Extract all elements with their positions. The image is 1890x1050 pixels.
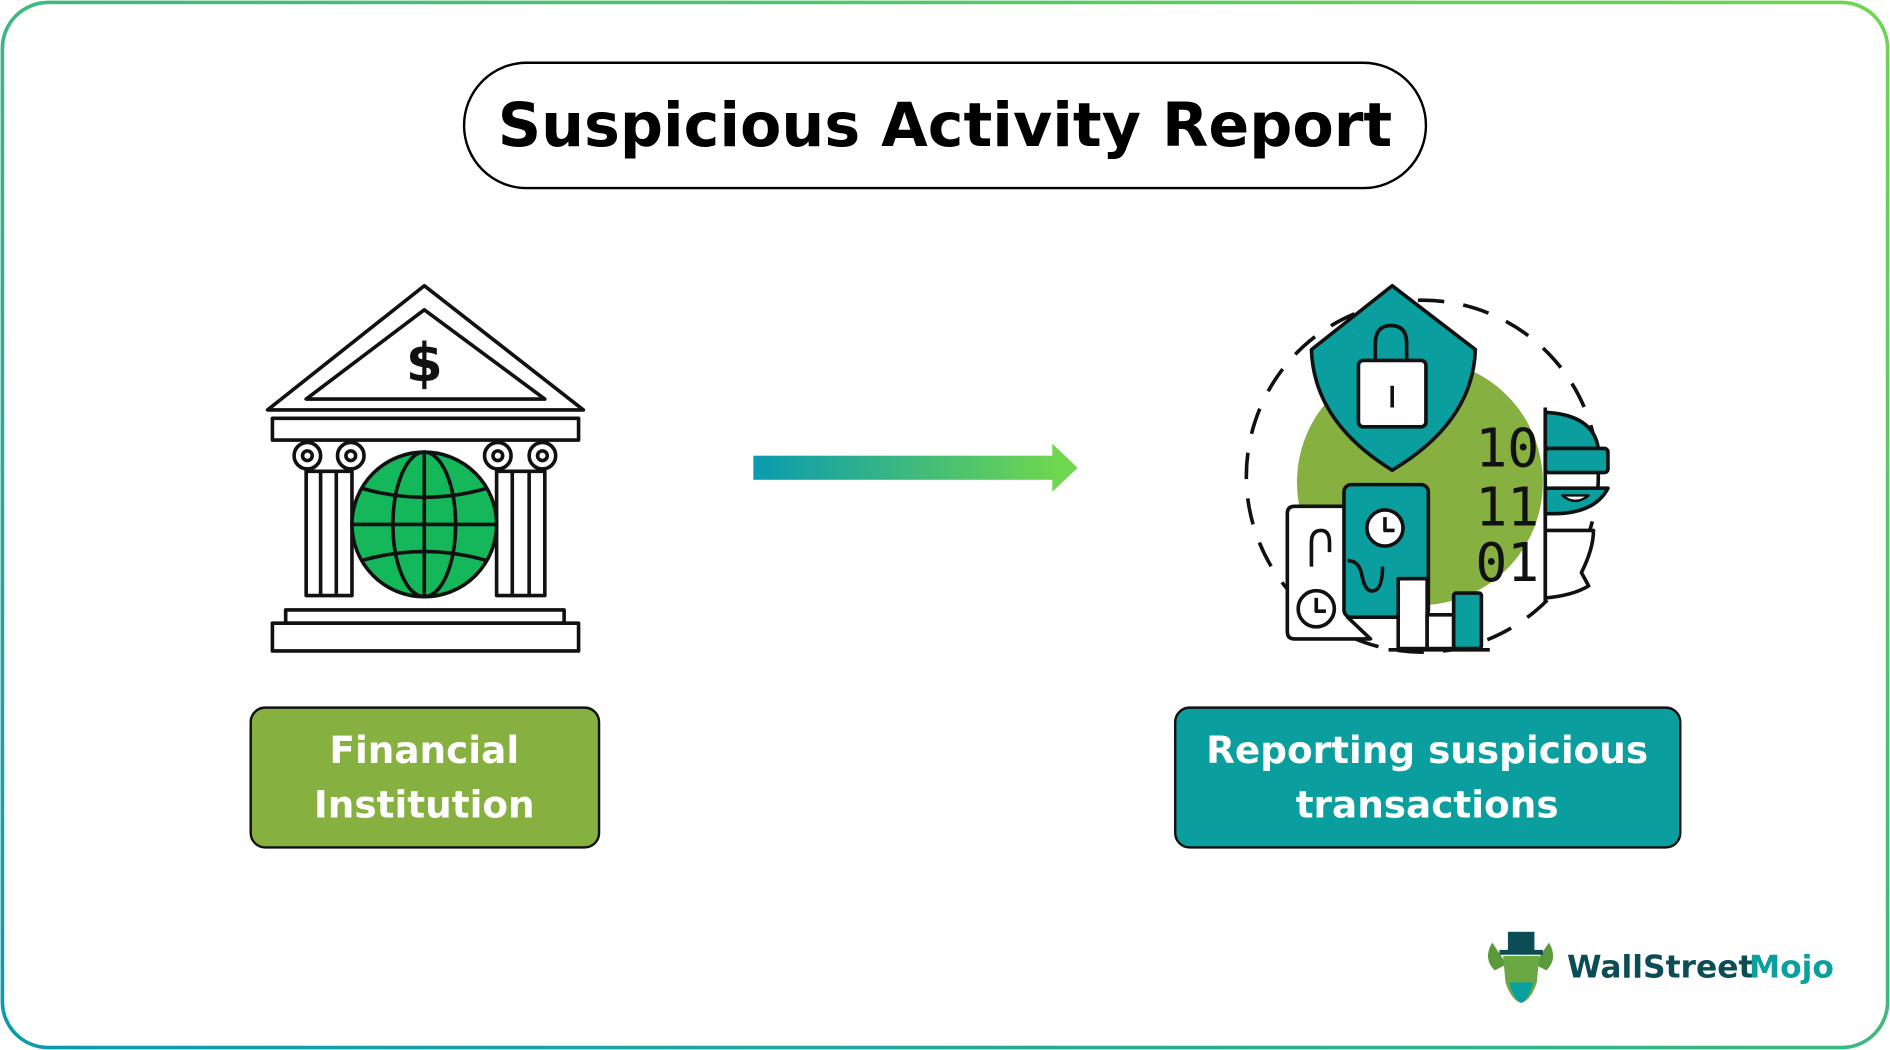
arrow-right-icon	[753, 443, 1078, 492]
financial-institution-box: Financial Institution	[249, 706, 601, 849]
svg-text:transactions: transactions	[1296, 782, 1559, 826]
svg-text:01: 01	[1475, 532, 1539, 594]
svg-text:Reporting suspicious: Reporting suspicious	[1206, 728, 1648, 772]
svg-text:11: 11	[1475, 477, 1539, 539]
dollar-sign: $	[406, 332, 443, 394]
binary-digits: 10 11 01	[1475, 418, 1539, 595]
page-title: Suspicious Activity Report	[498, 91, 1392, 161]
globe-icon	[350, 450, 499, 599]
logo-bull-icon	[1487, 931, 1554, 1003]
shield-lock-icon	[1309, 283, 1478, 472]
svg-text:Financial: Financial	[329, 728, 519, 772]
bank-icon: $	[265, 283, 586, 653]
bar-chart-icon	[1388, 576, 1490, 652]
security-report-icon: 10 11 01	[1244, 283, 1610, 654]
logo-text-mojo: Mojo	[1749, 950, 1834, 986]
logo-text-wallstreet: WallStreet	[1567, 950, 1754, 986]
wallstreetmojo-logo: WallStreet Mojo	[1487, 931, 1834, 1003]
title-pill: Suspicious Activity Report	[462, 61, 1428, 190]
reporting-transactions-box: Reporting suspicious transactions	[1174, 706, 1682, 849]
thief-icon	[1543, 407, 1610, 603]
document-icon	[1285, 504, 1373, 641]
svg-text:10: 10	[1475, 418, 1539, 480]
svg-text:Institution: Institution	[314, 782, 535, 826]
